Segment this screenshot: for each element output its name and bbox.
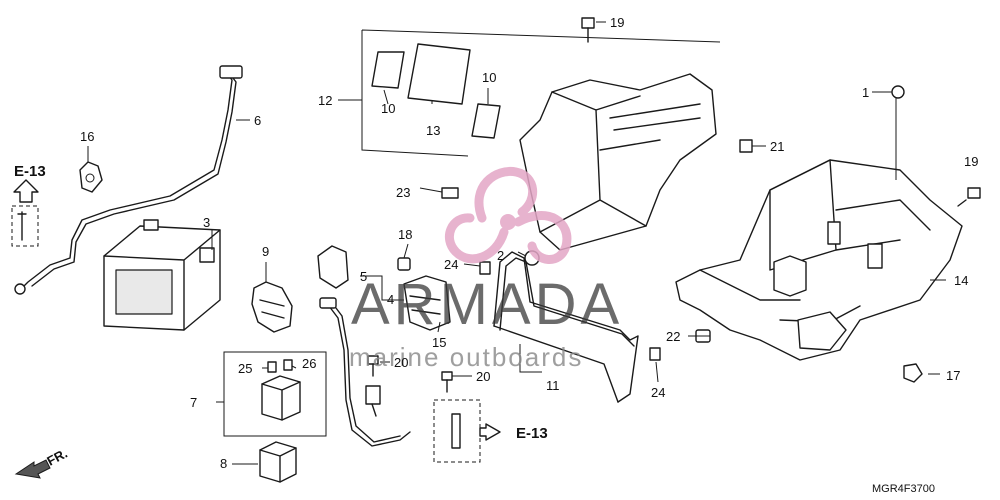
battery-case	[519, 73, 717, 251]
bolts-20	[367, 355, 453, 393]
front-marker: FR.	[14, 446, 70, 479]
fasteners	[397, 187, 661, 361]
callout-9: 9	[262, 244, 269, 259]
callout-16: 16	[80, 129, 94, 144]
callout-10b: 10	[482, 70, 496, 85]
callout-24b: 24	[651, 385, 665, 400]
callout-22: 22	[666, 329, 680, 344]
callout-24a: 24	[444, 257, 458, 272]
watermark-brand: ARMADA	[351, 272, 623, 337]
tray-group-12	[361, 29, 721, 157]
callout-6: 6	[254, 113, 261, 128]
diagram-code: MGR4F3700	[872, 483, 935, 495]
callout-19b: 19	[964, 154, 978, 169]
callout-numbers: 1 2 3 4 5 6 7 8 9 10 10 11 12 13 14 15 1…	[80, 15, 978, 471]
ref-arrow-left	[11, 179, 39, 247]
ref-label-right: E-13	[516, 425, 548, 442]
callout-4: 4	[387, 292, 394, 307]
callout-20b: 20	[476, 369, 490, 384]
watermark-logo	[445, 166, 572, 264]
callout-17: 17	[946, 368, 960, 383]
bolts-19-21	[581, 17, 981, 207]
relay-group-7	[223, 351, 327, 437]
callout-23: 23	[396, 185, 410, 200]
ref-label-left: E-13	[14, 163, 46, 180]
callout-11: 11	[546, 378, 560, 393]
callout-12: 12	[318, 93, 332, 108]
battery-cable-6	[14, 65, 243, 295]
callout-5: 5	[360, 269, 367, 284]
callout-13: 13	[426, 123, 440, 138]
callout-19a: 19	[610, 15, 624, 30]
callout-21: 21	[770, 139, 784, 154]
battery-3	[103, 219, 221, 331]
leader-lines	[87, 21, 946, 465]
terminal-cover-9	[251, 281, 293, 333]
callout-1: 1	[862, 85, 869, 100]
callout-25: 25	[238, 361, 252, 376]
relay-8	[259, 441, 297, 483]
housing-14	[675, 159, 963, 361]
cap-5	[317, 245, 349, 289]
ref-arrow-right	[433, 399, 501, 463]
callout-18: 18	[398, 227, 412, 242]
clamp-16	[79, 161, 103, 193]
bracket-15	[403, 275, 451, 331]
callout-14: 14	[954, 273, 968, 288]
callout-2: 2	[497, 248, 504, 263]
callout-15: 15	[432, 335, 446, 350]
watermark-tagline: marine outboards	[349, 342, 583, 372]
callout-20a: 20	[394, 355, 408, 370]
callout-3: 3	[203, 215, 210, 230]
callout-26: 26	[302, 356, 316, 371]
callout-10a: 10	[381, 101, 395, 116]
callout-8: 8	[220, 456, 227, 471]
callout-7: 7	[190, 395, 197, 410]
cable-4	[319, 297, 411, 447]
